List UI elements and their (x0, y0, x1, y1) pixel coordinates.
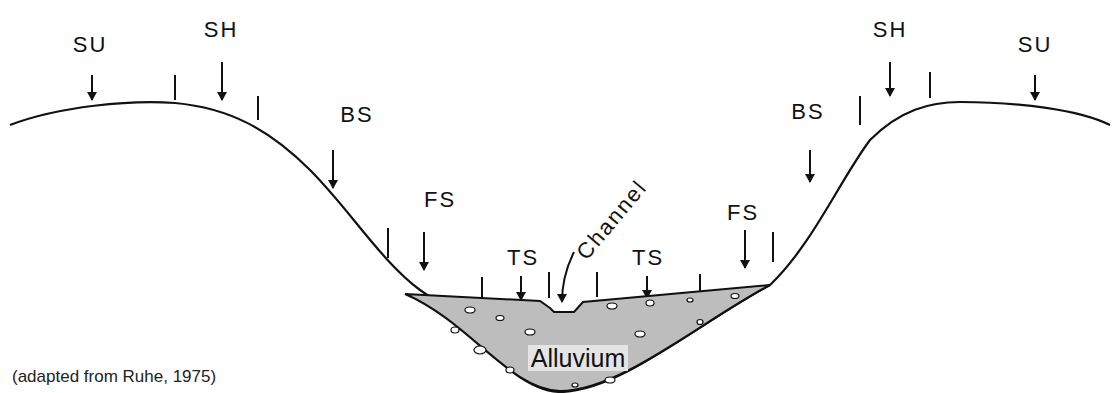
slope-position-label: FS (424, 189, 456, 211)
alluvium-outline (400, 280, 775, 393)
slope-position-label: SH (204, 19, 239, 41)
slope-position-label: SU (1018, 34, 1053, 56)
slope-position-label: TS (507, 247, 539, 269)
slope-position-label: BS (791, 101, 824, 123)
slope-position-label: FS (727, 202, 759, 224)
slope-position-label: SH (873, 19, 908, 41)
slope-position-label: BS (340, 104, 373, 126)
slope-position-label: TS (632, 247, 664, 269)
slope-position-label: SU (73, 34, 108, 56)
alluvium-label: Alluvium (528, 345, 628, 371)
source-caption: (adapted from Ruhe, 1975) (12, 368, 216, 387)
alluvium-fill: Alluvium (400, 280, 775, 393)
